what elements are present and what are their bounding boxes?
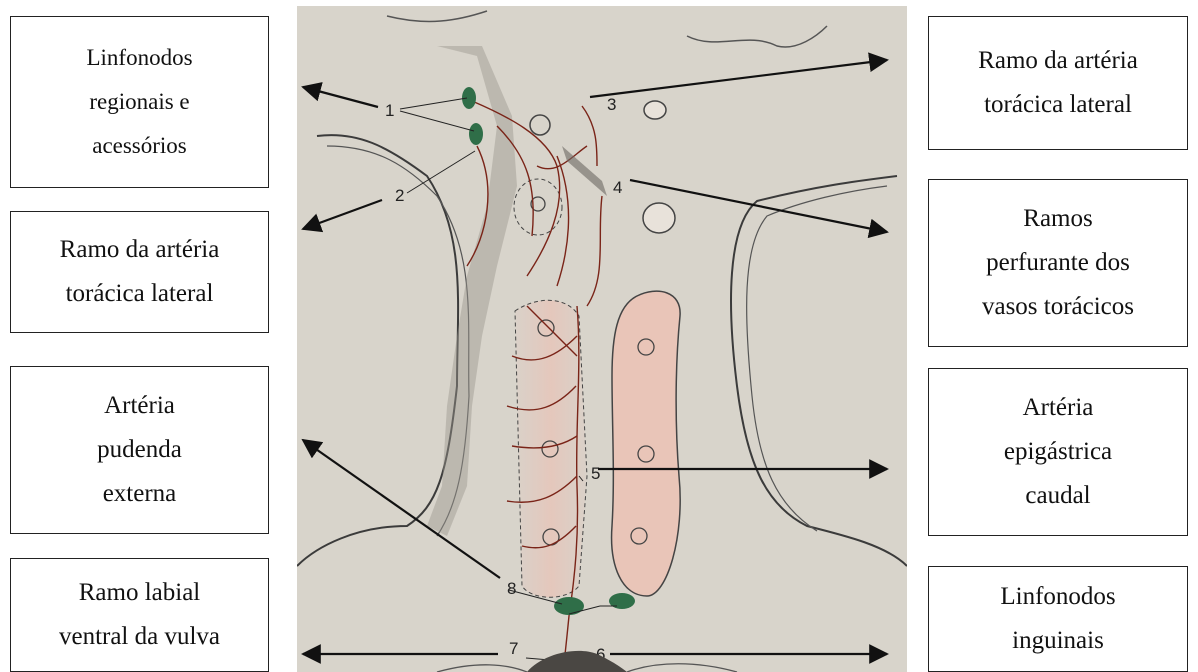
figure-number-7: 7 — [509, 639, 518, 658]
anatomy-figure: 1 2 3 4 5 6 7 8 — [297, 6, 907, 672]
lymph-node — [469, 123, 483, 145]
label-ramos-perfurante: Ramos perfurante dos vasos torácicos — [928, 179, 1188, 347]
label-linfonodos-regionais: Linfonodos regionais e acessórios — [10, 16, 269, 188]
figure-number-2: 2 — [395, 186, 404, 205]
figure-number-8: 8 — [507, 579, 516, 598]
figure-number-5: 5 — [591, 464, 600, 483]
label-arteria-pudenda-externa: Artéria pudenda externa — [10, 366, 269, 534]
figure-number-1: 1 — [385, 101, 394, 120]
lymph-node — [609, 593, 635, 609]
label-ramo-toracica-lateral-right: Ramo da artéria torácica lateral — [928, 16, 1188, 150]
teat — [644, 101, 666, 119]
label-ramo-labial-ventral: Ramo labial ventral da vulva — [10, 558, 269, 672]
label-ramo-toracica-lateral-left: Ramo da artéria torácica lateral — [10, 211, 269, 333]
label-linfonodos-inguinais: Linfonodos inguinais — [928, 566, 1188, 672]
figure-number-3: 3 — [607, 95, 616, 114]
mammary-lobe — [612, 291, 681, 596]
lymph-node — [554, 597, 584, 615]
teat — [643, 203, 675, 233]
figure-number-4: 4 — [613, 178, 622, 197]
label-arteria-epigastrica-caudal: Artéria epigástrica caudal — [928, 368, 1188, 536]
